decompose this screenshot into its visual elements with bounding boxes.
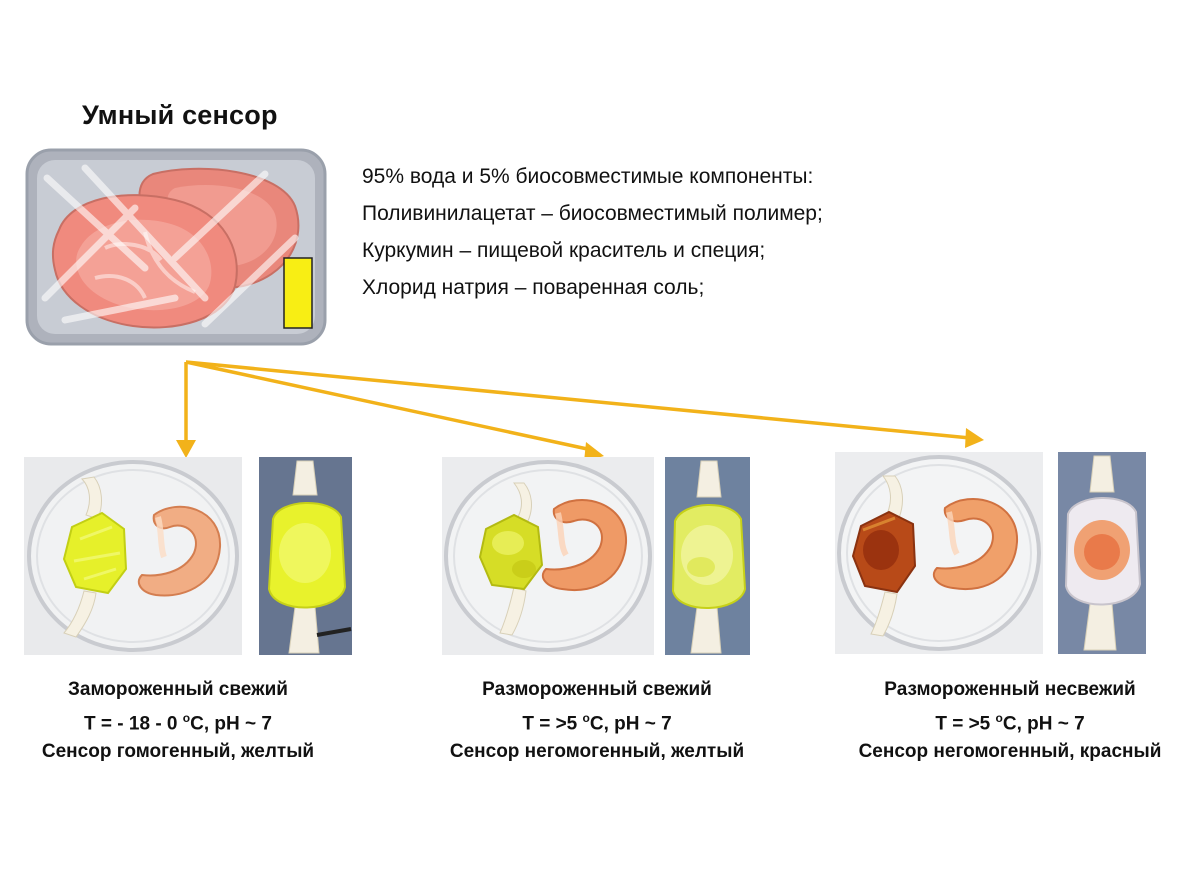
state-sensor: Сенсор негомогенный, красный [858, 741, 1162, 763]
sensor-closeup-photo-thawed-stale [1058, 452, 1146, 654]
meat-tray-illustration [25, 148, 327, 346]
composition-line: Хлорид натрия – поваренная соль; [362, 276, 705, 299]
composition-list: 95% вода и 5% биосовместимые компоненты:… [362, 158, 823, 306]
state-name: Замороженный свежий [68, 679, 288, 700]
composition-line: 95% вода и 5% биосовместимые компоненты: [362, 165, 814, 188]
state-name: Размороженный несвежий [884, 679, 1136, 700]
state-name: Размороженный свежий [482, 679, 712, 700]
composition-line: Поливинилацетат – биосовместимый полимер… [362, 202, 823, 225]
state-caption-thawed-fresh: Размороженный свежий T = >5 oC, pH ~ 7 С… [432, 676, 762, 766]
sensor-closeup-photo-frozen [259, 457, 352, 655]
diagram-title: Умный сенсор [82, 100, 278, 130]
state-temperature: T = >5 oC, pH ~ 7 [935, 711, 1085, 735]
petri-dish-photo-thawed-fresh [442, 457, 654, 655]
composition-line: Куркумин – пищевой краситель и специя; [362, 239, 766, 262]
state-temperature: T = - 18 - 0 oC, pH ~ 7 [84, 711, 272, 735]
sensor-closeup-photo-thawed-fresh [665, 457, 750, 655]
state-caption-frozen: Замороженный свежий T = - 18 - 0 oC, pH … [28, 676, 328, 766]
state-temperature: T = >5 oC, pH ~ 7 [522, 711, 672, 735]
state-sensor: Сенсор негомогенный, желтый [449, 741, 745, 763]
petri-dish-photo-frozen [24, 457, 242, 655]
state-caption-thawed-stale: Размороженный несвежий T = >5 oC, pH ~ 7… [842, 676, 1178, 766]
petri-dish-photo-thawed-stale [835, 452, 1043, 654]
state-sensor: Сенсор гомогенный, желтый [41, 741, 315, 763]
